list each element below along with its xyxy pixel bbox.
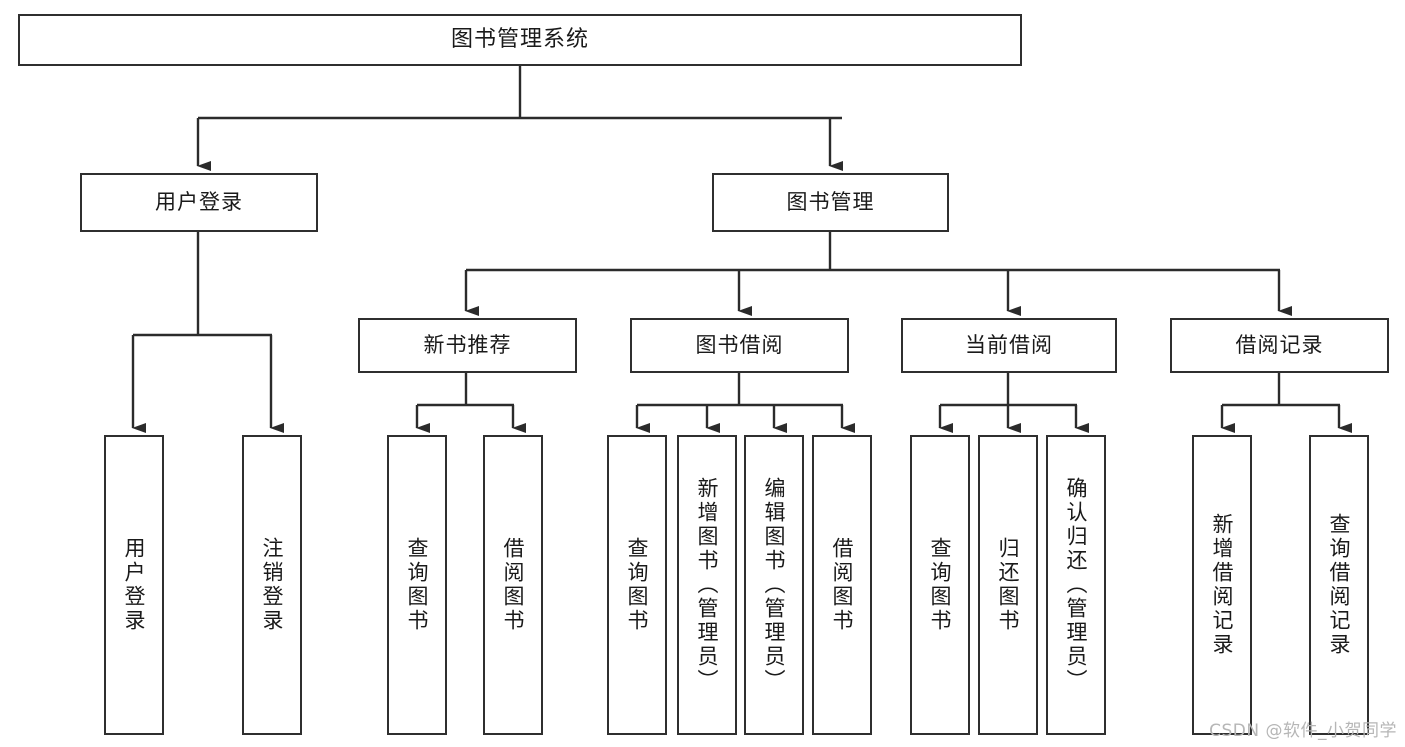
node-label: 查询图书: [625, 537, 650, 633]
node-label: 注销登录: [260, 537, 285, 633]
node-label: 用户登录: [155, 189, 243, 214]
node-label: 借阅图书: [830, 537, 855, 633]
node-label: 查询图书: [405, 537, 430, 633]
leaf-add-book-admin[interactable]: 新增图书（管理员）: [677, 435, 737, 735]
node-label: 确认归还（管理员）: [1064, 477, 1089, 693]
leaf-borrow-book-new-recommend[interactable]: 借阅图书: [483, 435, 543, 735]
node-label: 当前借阅: [965, 332, 1053, 357]
csdn-watermark: CSDN @软件_小贺同学: [1209, 721, 1397, 741]
node-label: 借阅记录: [1235, 332, 1324, 357]
leaf-query-book-current[interactable]: 查询图书: [910, 435, 970, 735]
node-label: 新增借阅记录: [1210, 513, 1235, 657]
leaf-edit-book-admin[interactable]: 编辑图书（管理员）: [744, 435, 804, 735]
node-label: 用户登录: [122, 537, 147, 633]
node-new-book-recommend[interactable]: 新书推荐: [358, 318, 577, 373]
node-label: 编辑图书（管理员）: [762, 477, 787, 693]
node-label: 图书管理: [786, 189, 875, 214]
node-label: 图书借阅: [695, 332, 784, 357]
leaf-add-borrow-record[interactable]: 新增借阅记录: [1192, 435, 1252, 735]
leaf-logout-login[interactable]: 注销登录: [242, 435, 302, 735]
node-current-borrow[interactable]: 当前借阅: [901, 318, 1117, 373]
node-label: 新增图书（管理员）: [695, 477, 720, 693]
node-book-management[interactable]: 图书管理: [712, 173, 949, 232]
leaf-query-borrow-record[interactable]: 查询借阅记录: [1309, 435, 1369, 735]
node-label: 归还图书: [996, 537, 1021, 633]
node-user-login[interactable]: 用户登录: [80, 173, 318, 232]
node-label: 借阅图书: [501, 537, 526, 633]
leaf-borrow-book-borrow[interactable]: 借阅图书: [812, 435, 872, 735]
leaf-user-login[interactable]: 用户登录: [104, 435, 164, 735]
node-label: 查询图书: [928, 537, 953, 633]
leaf-confirm-return-admin[interactable]: 确认归还（管理员）: [1046, 435, 1106, 735]
leaf-query-book-borrow[interactable]: 查询图书: [607, 435, 667, 735]
node-borrow-record[interactable]: 借阅记录: [1170, 318, 1389, 373]
leaf-return-book[interactable]: 归还图书: [978, 435, 1038, 735]
node-label: 新书推荐: [423, 332, 512, 357]
node-label: 查询借阅记录: [1327, 513, 1352, 657]
node-root-book-management-system[interactable]: 图书管理系统: [18, 14, 1022, 66]
node-label: 图书管理系统: [450, 26, 589, 52]
node-book-borrow[interactable]: 图书借阅: [630, 318, 849, 373]
leaf-query-book-new-recommend[interactable]: 查询图书: [387, 435, 447, 735]
